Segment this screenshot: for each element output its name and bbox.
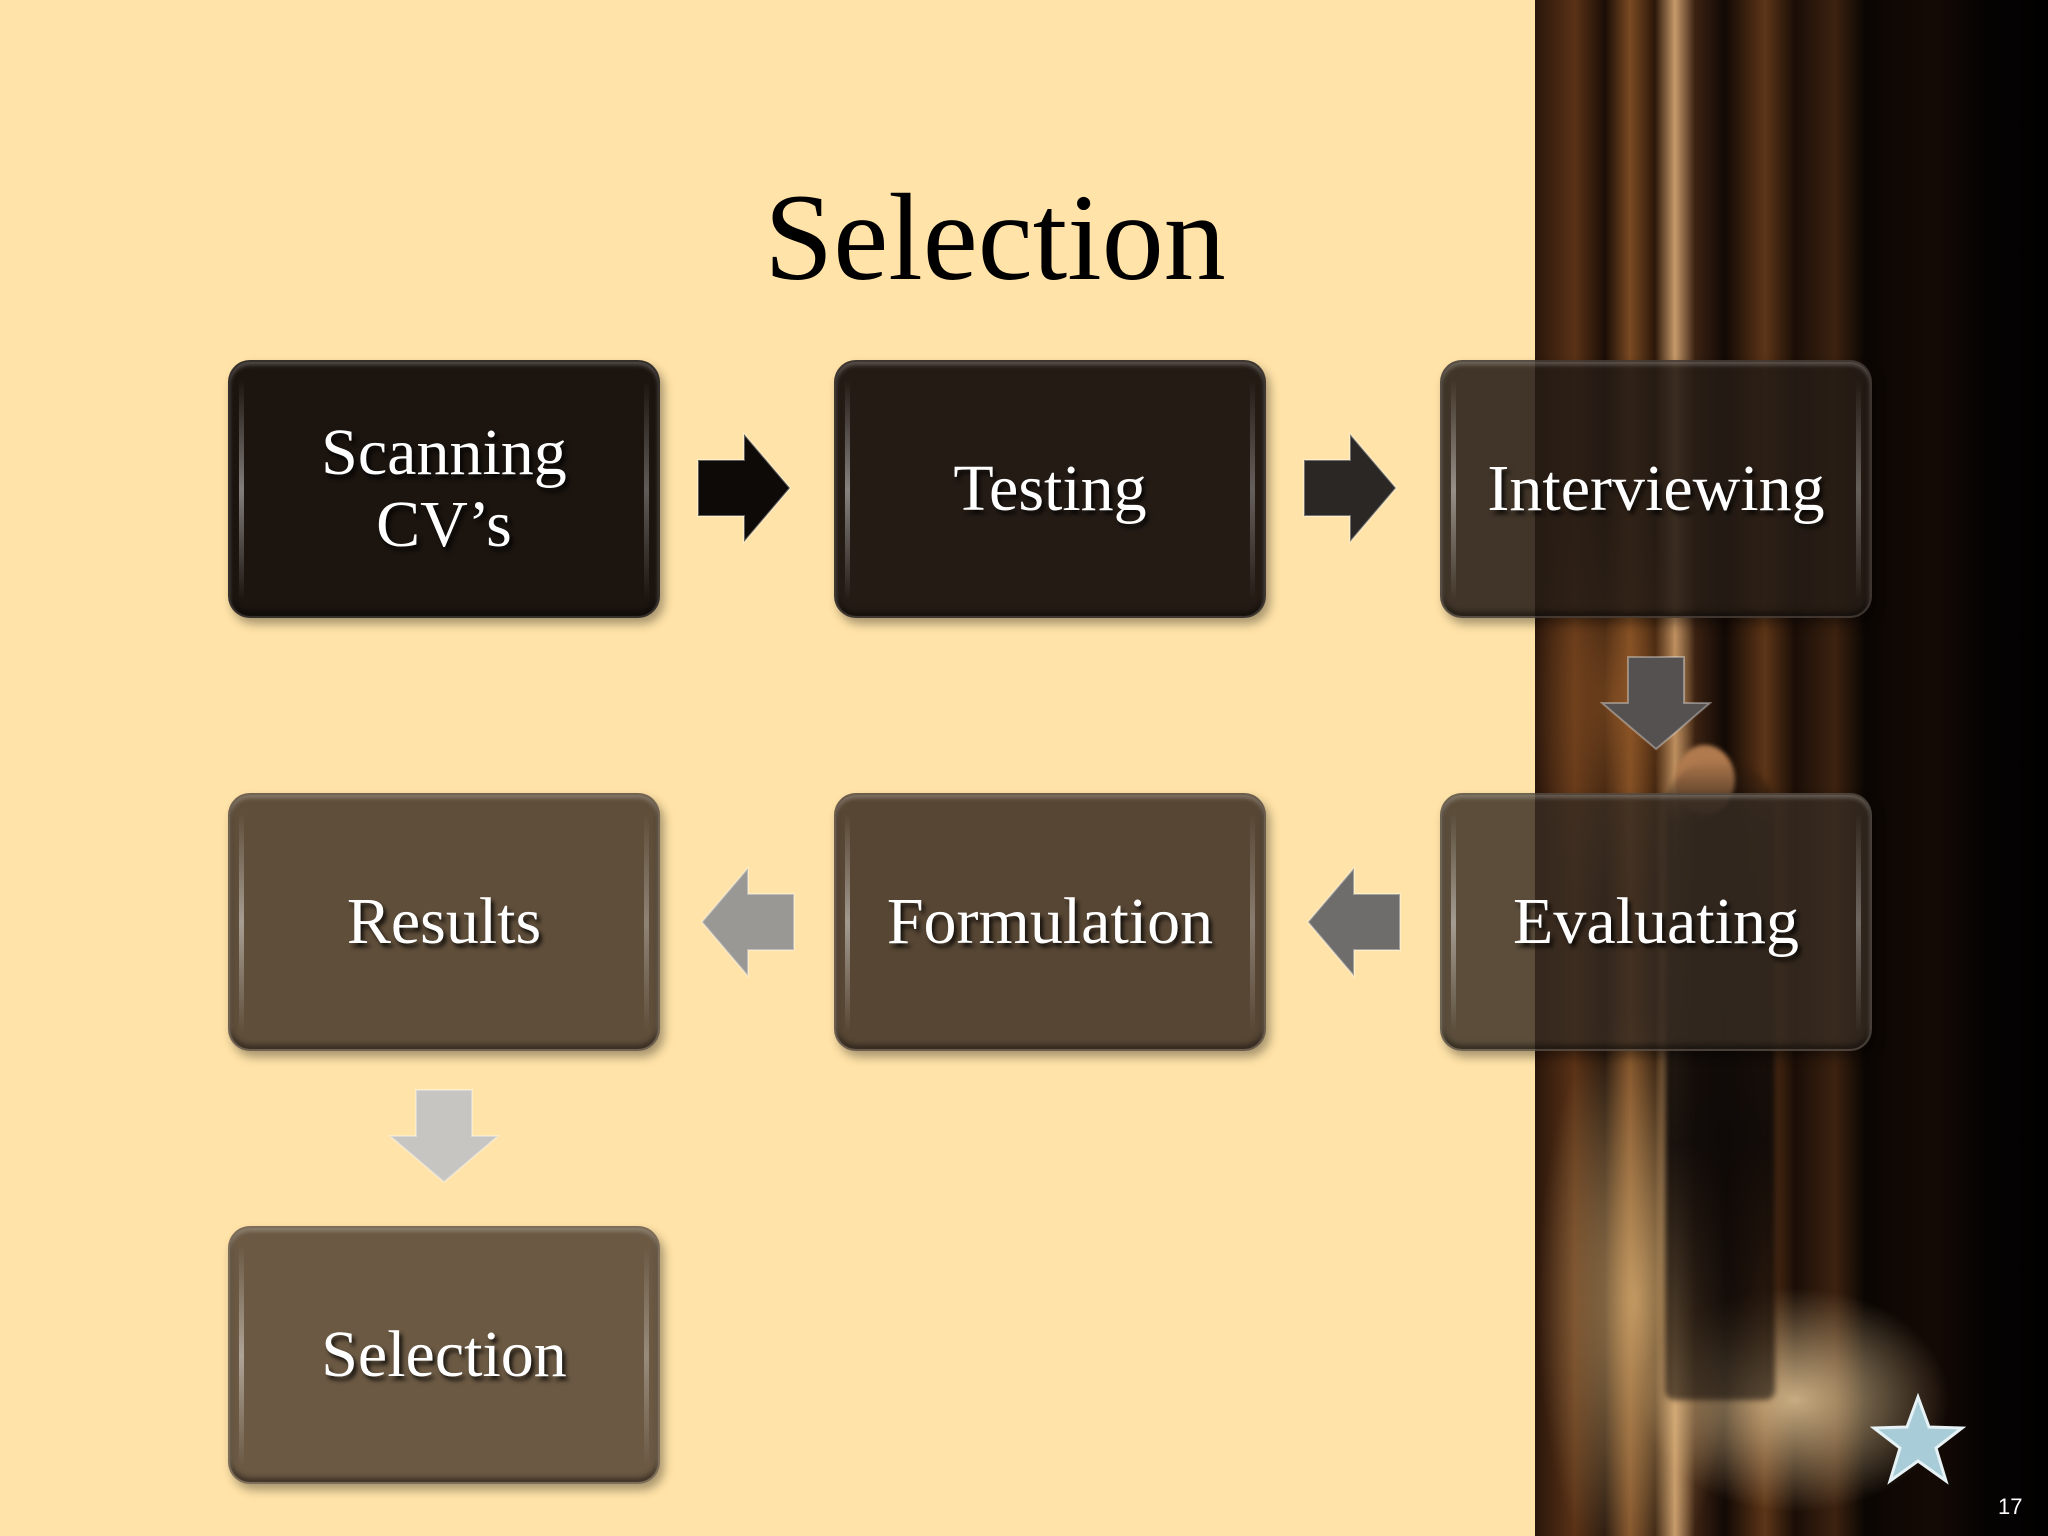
arrow-right-icon bbox=[697, 432, 792, 544]
step-label: Scanning CV’s bbox=[321, 416, 567, 561]
step-evaluating: Evaluating bbox=[1440, 793, 1872, 1051]
businessman-photo bbox=[1535, 0, 2048, 1536]
slide-title: Selection bbox=[764, 169, 1226, 306]
page-number: 17 bbox=[1998, 1494, 2023, 1519]
step-formulation: Formulation bbox=[834, 793, 1266, 1051]
step-label: Selection bbox=[321, 1318, 567, 1391]
step-interviewing: Interviewing bbox=[1440, 360, 1872, 618]
step-label: Results bbox=[346, 885, 542, 958]
step-label: Evaluating bbox=[1513, 885, 1799, 958]
star-icon bbox=[1870, 1393, 1966, 1485]
step-scanning-cvs: Scanning CV’s bbox=[228, 360, 660, 618]
step-label: Testing bbox=[953, 452, 1147, 525]
step-testing: Testing bbox=[834, 360, 1266, 618]
arrow-left-icon bbox=[700, 866, 795, 978]
step-results: Results bbox=[228, 793, 660, 1051]
step-label: Interviewing bbox=[1487, 452, 1825, 525]
arrow-left-icon bbox=[1306, 866, 1401, 978]
arrow-down-icon bbox=[388, 1089, 500, 1184]
arrow-right-icon bbox=[1303, 432, 1398, 544]
step-selection: Selection bbox=[228, 1226, 660, 1484]
arrow-down-icon bbox=[1600, 656, 1712, 751]
step-label: Formulation bbox=[886, 885, 1214, 958]
